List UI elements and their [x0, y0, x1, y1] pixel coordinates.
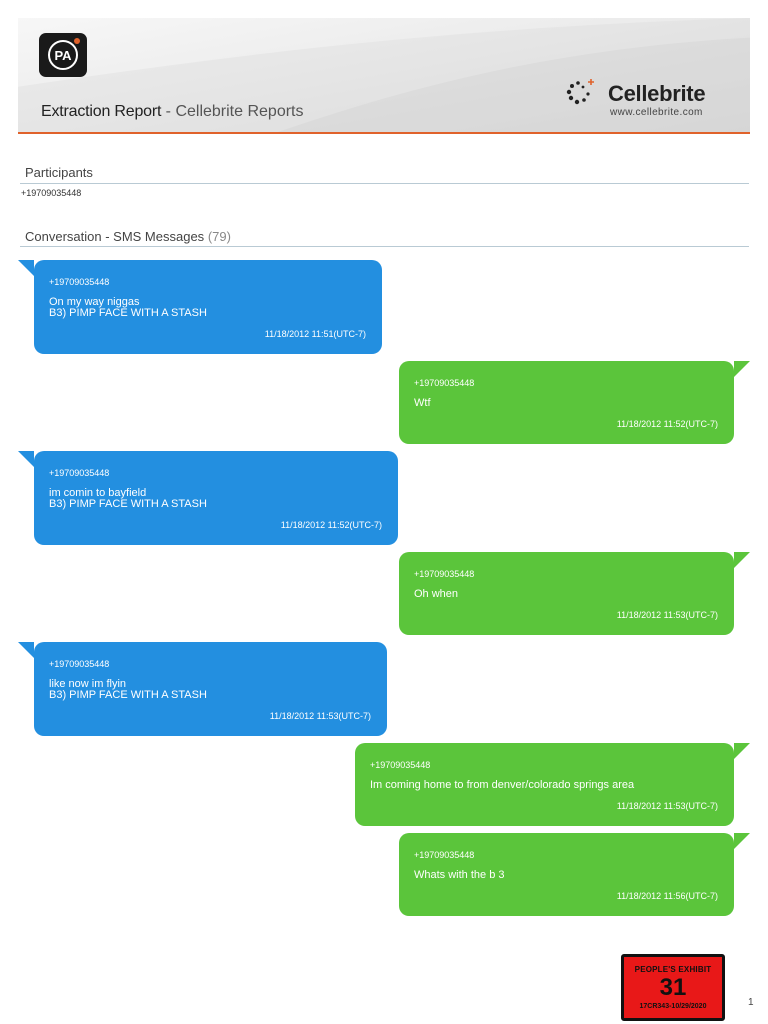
- message-timestamp: 11/18/2012 11:53(UTC-7): [269, 711, 371, 721]
- pa-logo-text: PA: [54, 47, 72, 63]
- message-timestamp: 11/18/2012 11:52(UTC-7): [280, 520, 382, 530]
- brand-name: Cellebrite: [608, 81, 706, 106]
- message-bubble-incoming: +19709035448 im comin to bayfield B3) PI…: [18, 451, 398, 545]
- message-timestamp: 11/18/2012 11:53(UTC-7): [616, 610, 718, 620]
- message-bubble-incoming: +19709035448 like now im flyin B3) PIMP …: [18, 642, 387, 736]
- message-body: On my way niggas B3) PIMP FACE WITH A ST…: [49, 296, 207, 319]
- brand-url: www.cellebrite.com: [610, 107, 703, 118]
- message-timestamp: 11/18/2012 11:56(UTC-7): [616, 891, 718, 901]
- message-bubble-outgoing: +19709035448 Im coming home to from denv…: [355, 743, 750, 826]
- message-timestamp: 11/18/2012 11:51(UTC-7): [264, 329, 366, 339]
- message-body: Whats with the b 3: [414, 869, 505, 881]
- message-count: (79): [207, 229, 231, 244]
- exhibit-label: PEOPLE'S EXHIBIT: [634, 965, 712, 974]
- participants-divider: [20, 183, 749, 184]
- report-title-sub: - Cellebrite Reports: [161, 103, 304, 120]
- message-body: Im coming home to from denver/colorado s…: [370, 779, 635, 791]
- cellebrite-logo-icon: [566, 79, 594, 105]
- message-bubble-incoming: +19709035448 On my way niggas B3) PIMP F…: [18, 260, 382, 354]
- exhibit-number: 31: [659, 974, 687, 1001]
- bubble-tail: [18, 642, 34, 658]
- message-timestamp: 11/18/2012 11:53(UTC-7): [616, 801, 718, 811]
- report-header: PA Extraction Report - Cellebrite Report…: [18, 18, 750, 134]
- message-sender: +19709035448: [370, 760, 431, 770]
- pa-logo-dot: [74, 38, 80, 44]
- bubble-tail: [734, 361, 750, 377]
- message-body: Wtf: [414, 397, 431, 409]
- message-bubble-outgoing: +19709035448 Oh when 11/18/2012 11:53(UT…: [399, 552, 750, 635]
- participant-item: +19709035448: [21, 188, 82, 198]
- message-sender: +19709035448: [414, 850, 475, 860]
- message-bubble-outgoing: +19709035448 Whats with the b 3 11/18/20…: [399, 833, 750, 916]
- pa-logo-icon: PA: [39, 33, 87, 77]
- conversation-heading-label: Conversation - SMS Messages: [25, 229, 205, 244]
- message-sender: +19709035448: [49, 468, 110, 478]
- bubble-tail: [18, 451, 34, 467]
- participants-heading: Participants: [25, 165, 93, 180]
- message-sender: +19709035448: [414, 569, 475, 579]
- conversation-divider: [20, 246, 749, 247]
- message-sender: +19709035448: [414, 378, 475, 388]
- conversation-heading: Conversation - SMS Messages (79): [25, 229, 231, 244]
- message-timestamp: 11/18/2012 11:52(UTC-7): [616, 419, 718, 429]
- page-number: 1: [748, 997, 754, 1008]
- bubble-tail: [18, 260, 34, 276]
- message-bubble-outgoing: +19709035448 Wtf 11/18/2012 11:52(UTC-7): [399, 361, 750, 444]
- cellebrite-brand: Cellebrite www.cellebrite.com: [564, 78, 728, 122]
- bubble-tail: [734, 552, 750, 568]
- message-body: Oh when: [414, 588, 459, 600]
- header-background-swoosh: [18, 18, 750, 132]
- message-sender: +19709035448: [49, 659, 110, 669]
- exhibit-case-number: 17CR343-10/29/2020: [639, 1003, 707, 1010]
- bubble-tail: [734, 833, 750, 849]
- report-title-bold: Extraction Report: [41, 103, 162, 120]
- message-sender: +19709035448: [49, 277, 110, 287]
- exhibit-sticker: PEOPLE'S EXHIBIT 31 17CR343-10/29/2020: [621, 954, 725, 1021]
- bubble-tail: [734, 743, 750, 759]
- report-title: Extraction Report - Cellebrite Reports: [41, 103, 304, 121]
- message-body: like now im flyin B3) PIMP FACE WITH A S…: [49, 678, 207, 701]
- message-body: im comin to bayfield B3) PIMP FACE WITH …: [49, 487, 207, 510]
